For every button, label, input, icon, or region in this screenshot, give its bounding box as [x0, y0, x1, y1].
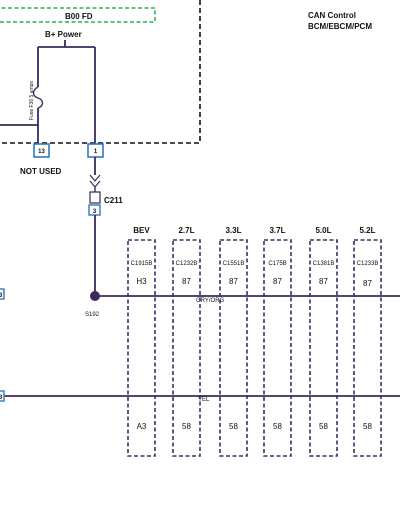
variant-lower-pin: 58	[363, 422, 372, 431]
edge-pin-upper-box	[0, 288, 5, 300]
not-used-label: NOT USED	[20, 167, 62, 176]
c211-shell	[89, 191, 101, 204]
upper-wire-label: GRY/ORG	[196, 298, 225, 304]
edge-pin-lower-label: 3	[0, 395, 3, 401]
module-outline	[0, 0, 201, 144]
power-label: B+ Power	[45, 30, 82, 39]
variant-box	[219, 239, 248, 457]
variant-box	[127, 239, 156, 457]
variant-lower-pin: 58	[182, 422, 191, 431]
variant-box	[263, 239, 292, 457]
c211-pin-label: 3	[93, 209, 97, 215]
variant-engine: 2.7L	[178, 226, 194, 235]
fuse-symbol	[32, 86, 44, 109]
module-title: CAN Control	[308, 11, 356, 20]
variant-box	[309, 239, 338, 457]
module-subtitle: BCM/EBCM/PCM	[308, 22, 372, 31]
variant-lower-pin: A3	[137, 422, 147, 431]
variant-3: 3.7L C175B 87 58	[263, 226, 292, 457]
variant-engine: 5.0L	[315, 226, 331, 235]
variant-5: 5.2L C1233B 87 58	[353, 226, 382, 457]
edge-pin-upper-label: 3	[0, 293, 3, 299]
variant-box	[353, 239, 382, 457]
variant-engine: 3.3L	[225, 226, 241, 235]
variant-lower-pin: 58	[319, 422, 328, 431]
pin-1-label: 1	[94, 149, 98, 155]
c211-chevrons	[89, 174, 101, 188]
variant-engine: 5.2L	[359, 226, 375, 235]
variant-lower-pin: 58	[229, 422, 238, 431]
variant-2: 3.3L C1551B 87 58	[219, 226, 248, 457]
edge-pin-lower-box	[0, 390, 5, 402]
pin-13-label: 13	[38, 149, 45, 155]
variant-upper-pin: 87	[229, 277, 238, 286]
variant-4: 5.0L C1381B 87 58	[309, 226, 338, 457]
variant-upper-pin: 87	[182, 277, 191, 286]
variant-connector: C175B	[268, 261, 286, 267]
variant-box	[172, 239, 201, 457]
splice-label: S192	[85, 312, 100, 318]
c211-label: C211	[104, 196, 123, 205]
variant-upper-pin: 87	[363, 279, 372, 288]
variant-connector: C1551B	[223, 261, 245, 267]
variant-connector: C1381B	[313, 261, 335, 267]
variant-connector: C1232B	[176, 261, 198, 267]
pin-13-box	[33, 143, 50, 158]
variant-engine: BEV	[133, 226, 150, 235]
fuse-rating: Fuse F36 5 amps	[29, 81, 35, 120]
variant-upper-pin: 87	[273, 277, 282, 286]
variant-0: BEV C1915B H3 A3	[127, 226, 156, 457]
variant-connector: C1915B	[131, 261, 153, 267]
power-wire	[38, 40, 96, 145]
variant-connector: C1233B	[357, 261, 379, 267]
variant-upper-pin: H3	[136, 277, 147, 286]
fuse-block	[0, 7, 156, 23]
fuse-block-label: B00 FD	[65, 12, 93, 21]
lower-wire-label: YEL	[198, 397, 210, 403]
variant-1: 2.7L C1232B 87 58	[172, 226, 201, 457]
fuse-wire	[0, 47, 39, 145]
variant-engine: 3.7L	[269, 226, 285, 235]
variant-upper-pin: 87	[319, 277, 328, 286]
variant-lower-pin: 58	[273, 422, 282, 431]
